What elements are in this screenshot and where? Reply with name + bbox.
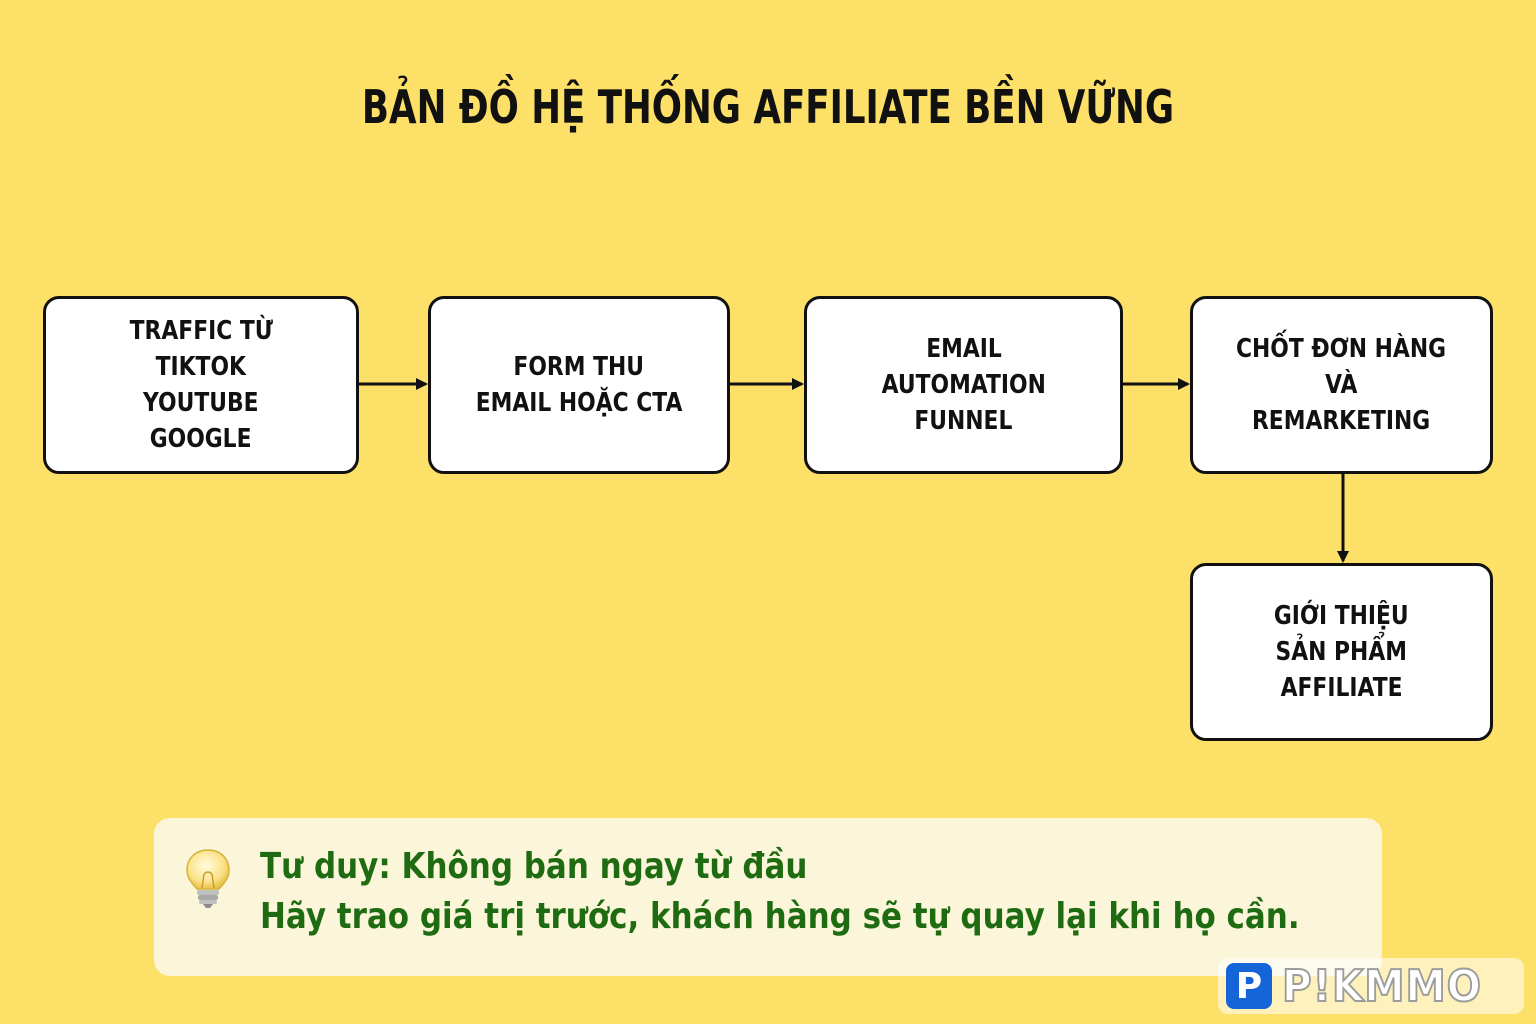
node-email-form-line: FORM THU: [513, 352, 645, 382]
node-affiliate-products-line: AFFILIATE: [1280, 673, 1403, 703]
node-email-automation-line: AUTOMATION: [881, 370, 1046, 400]
node-affiliate-products-line: SẢN PHẨM: [1275, 637, 1408, 667]
node-traffic-line: GOOGLE: [150, 424, 252, 454]
node-close-remarketing-line: CHỐT ĐƠN HÀNG: [1236, 334, 1447, 364]
node-email-form: FORM THU EMAIL HOẶC CTA: [428, 296, 730, 474]
node-email-automation-line: EMAIL: [925, 334, 1002, 364]
diagram-title: BẢN ĐỒ HỆ THỐNG AFFILIATE BỀN VỮNG: [361, 80, 1175, 134]
node-email-automation: EMAIL AUTOMATION FUNNEL: [804, 296, 1123, 474]
node-affiliate-products: GIỚI THIỆU SẢN PHẨM AFFILIATE: [1190, 563, 1493, 741]
logo-badge: P: [1226, 963, 1272, 1009]
node-email-form-line: EMAIL HOẶC CTA: [475, 388, 683, 418]
tip-heading: Tư duy: Không bán ngay từ đầu: [260, 846, 808, 887]
node-traffic-line: YOUTUBE: [143, 388, 259, 418]
tip-box: Tư duy: Không bán ngay từ đầu Hãy trao g…: [154, 818, 1382, 976]
logo-text: P!KMMO: [1281, 960, 1482, 1013]
pikmmo-logo: P P!KMMO: [1218, 958, 1524, 1014]
node-traffic-line: TIKTOK: [155, 352, 247, 382]
node-traffic-line: TRAFFIC TỪ: [129, 316, 273, 346]
node-affiliate-products-line: GIỚI THIỆU: [1274, 601, 1409, 631]
lightbulb-icon: [186, 849, 230, 908]
node-email-automation-line: FUNNEL: [914, 406, 1013, 436]
tip-body: Hãy trao giá trị trước, khách hàng sẽ tự…: [260, 896, 1300, 937]
node-close-remarketing-line: REMARKETING: [1252, 406, 1431, 436]
node-close-remarketing-line: VÀ: [1325, 370, 1358, 400]
node-close-remarketing: CHỐT ĐƠN HÀNG VÀ REMARKETING: [1190, 296, 1493, 474]
node-traffic: TRAFFIC TỪ TIKTOK YOUTUBE GOOGLE: [43, 296, 359, 474]
